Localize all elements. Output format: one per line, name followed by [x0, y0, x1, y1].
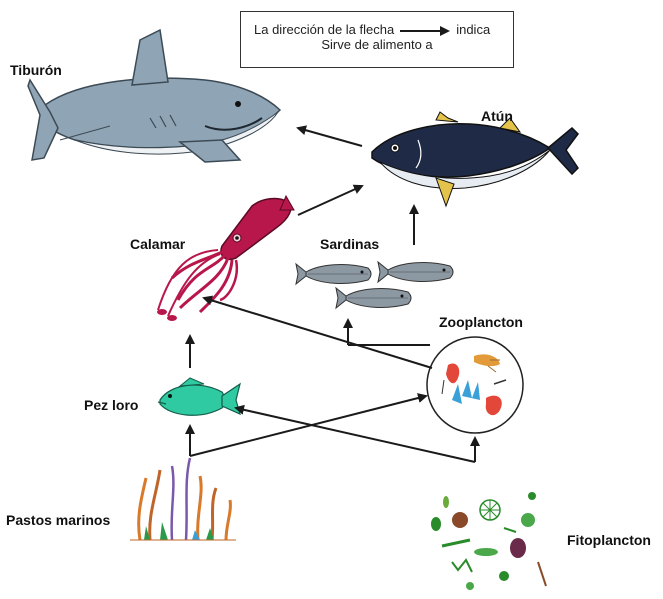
- arrow-atun-to-tiburon: [296, 125, 363, 147]
- label-tiburon: Tiburón: [10, 62, 62, 78]
- arrow-calamar-to-atun: [297, 184, 364, 216]
- parrotfish-illustration: [157, 377, 241, 416]
- shark-illustration: [27, 28, 282, 163]
- legend-line-2: Sirve de alimento a: [321, 37, 433, 52]
- label-fitoplancton: Fitoplancton: [567, 532, 651, 548]
- seagrass-illustration: [130, 457, 236, 541]
- legend-box: La dirección de la flecha indica Sirve de…: [240, 11, 514, 68]
- arrow-fitoplancton-to-pezloro: [234, 404, 476, 463]
- label-pastos-marinos: Pastos marinos: [6, 512, 111, 528]
- tuna-illustration: [371, 111, 579, 208]
- label-sardinas: Sardinas: [320, 236, 380, 252]
- legend-prefix: La dirección de la flecha: [254, 22, 395, 37]
- label-pez-loro: Pez loro: [84, 397, 139, 413]
- label-zooplancton: Zooplancton: [439, 314, 523, 330]
- arrow-pastos-to-zooplancton: [189, 393, 428, 457]
- label-calamar: Calamar: [130, 236, 186, 252]
- squid-illustration: [157, 194, 295, 321]
- zooplankton-illustration: [426, 336, 524, 434]
- legend-suffix: indica: [456, 22, 491, 37]
- legend-arrow-icon: [400, 25, 451, 36]
- legend-line-1: La dirección de la flecha indica: [254, 22, 490, 37]
- sardines-illustration: [295, 260, 454, 310]
- phytoplankton-illustration: [431, 492, 547, 590]
- arrows: [185, 125, 480, 463]
- arrow-zooplancton-to-calamar: [202, 295, 433, 369]
- label-atun: Atún: [481, 108, 513, 124]
